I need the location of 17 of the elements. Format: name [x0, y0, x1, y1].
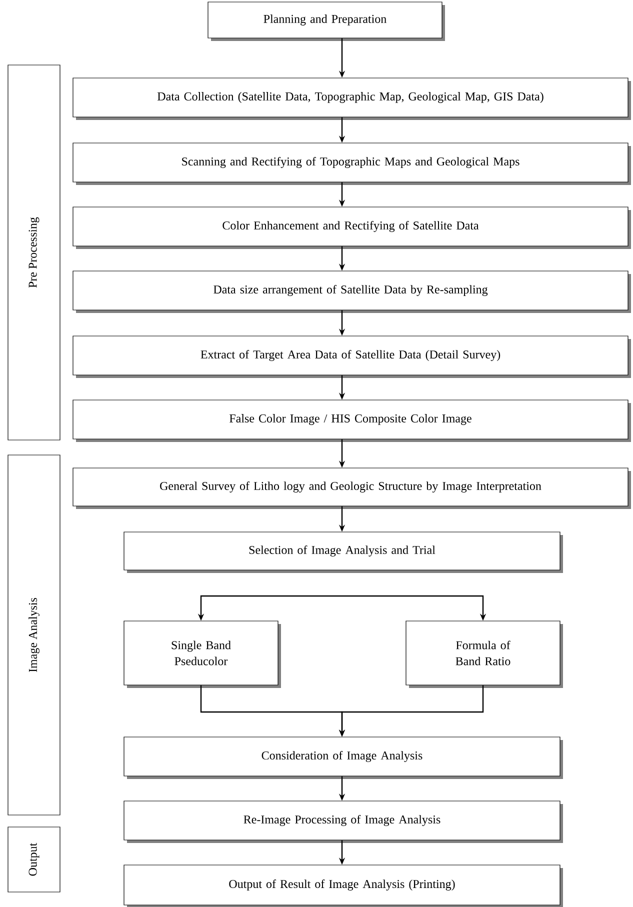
process-box: False Color Image / HIS Composite Color Image — [72, 400, 631, 442]
process-box: Consideration of Image Analysis — [124, 736, 563, 779]
process-box: Data size arrangement of Satellite Data by Re-sampling — [72, 270, 631, 313]
process-box: Output of Result of Image Analysis (Printing) — [124, 864, 563, 907]
process-box: Scanning and Rectifying of Topographic Maps and Geological Maps — [72, 142, 631, 185]
stage-band: Image Analysis — [8, 454, 60, 816]
process-box: General Survey of Litho logy and Geologic Structure by Image Interpretation — [72, 468, 631, 509]
process-box: Re-Image Processing of Image Analysis — [124, 800, 563, 843]
stage-band: Output — [8, 826, 60, 892]
process-box: Single Band Pseducolor — [124, 620, 281, 688]
process-box: Color Enhancement and Rectifying of Satellite Data — [72, 206, 631, 249]
process-box: Extract of Target Area Data of Satellite Data (Detail Survey) — [72, 336, 631, 378]
process-box: Formula of Band Ratio — [406, 620, 563, 688]
process-box: Planning and Preparation — [208, 2, 445, 41]
stage-band: Pre Processing — [8, 64, 60, 440]
process-box: Selection of Image Analysis and Trial — [124, 532, 563, 573]
process-box: Data Collection (Satellite Data, Topographic Map, Geological Map, GIS Data) — [72, 78, 631, 120]
